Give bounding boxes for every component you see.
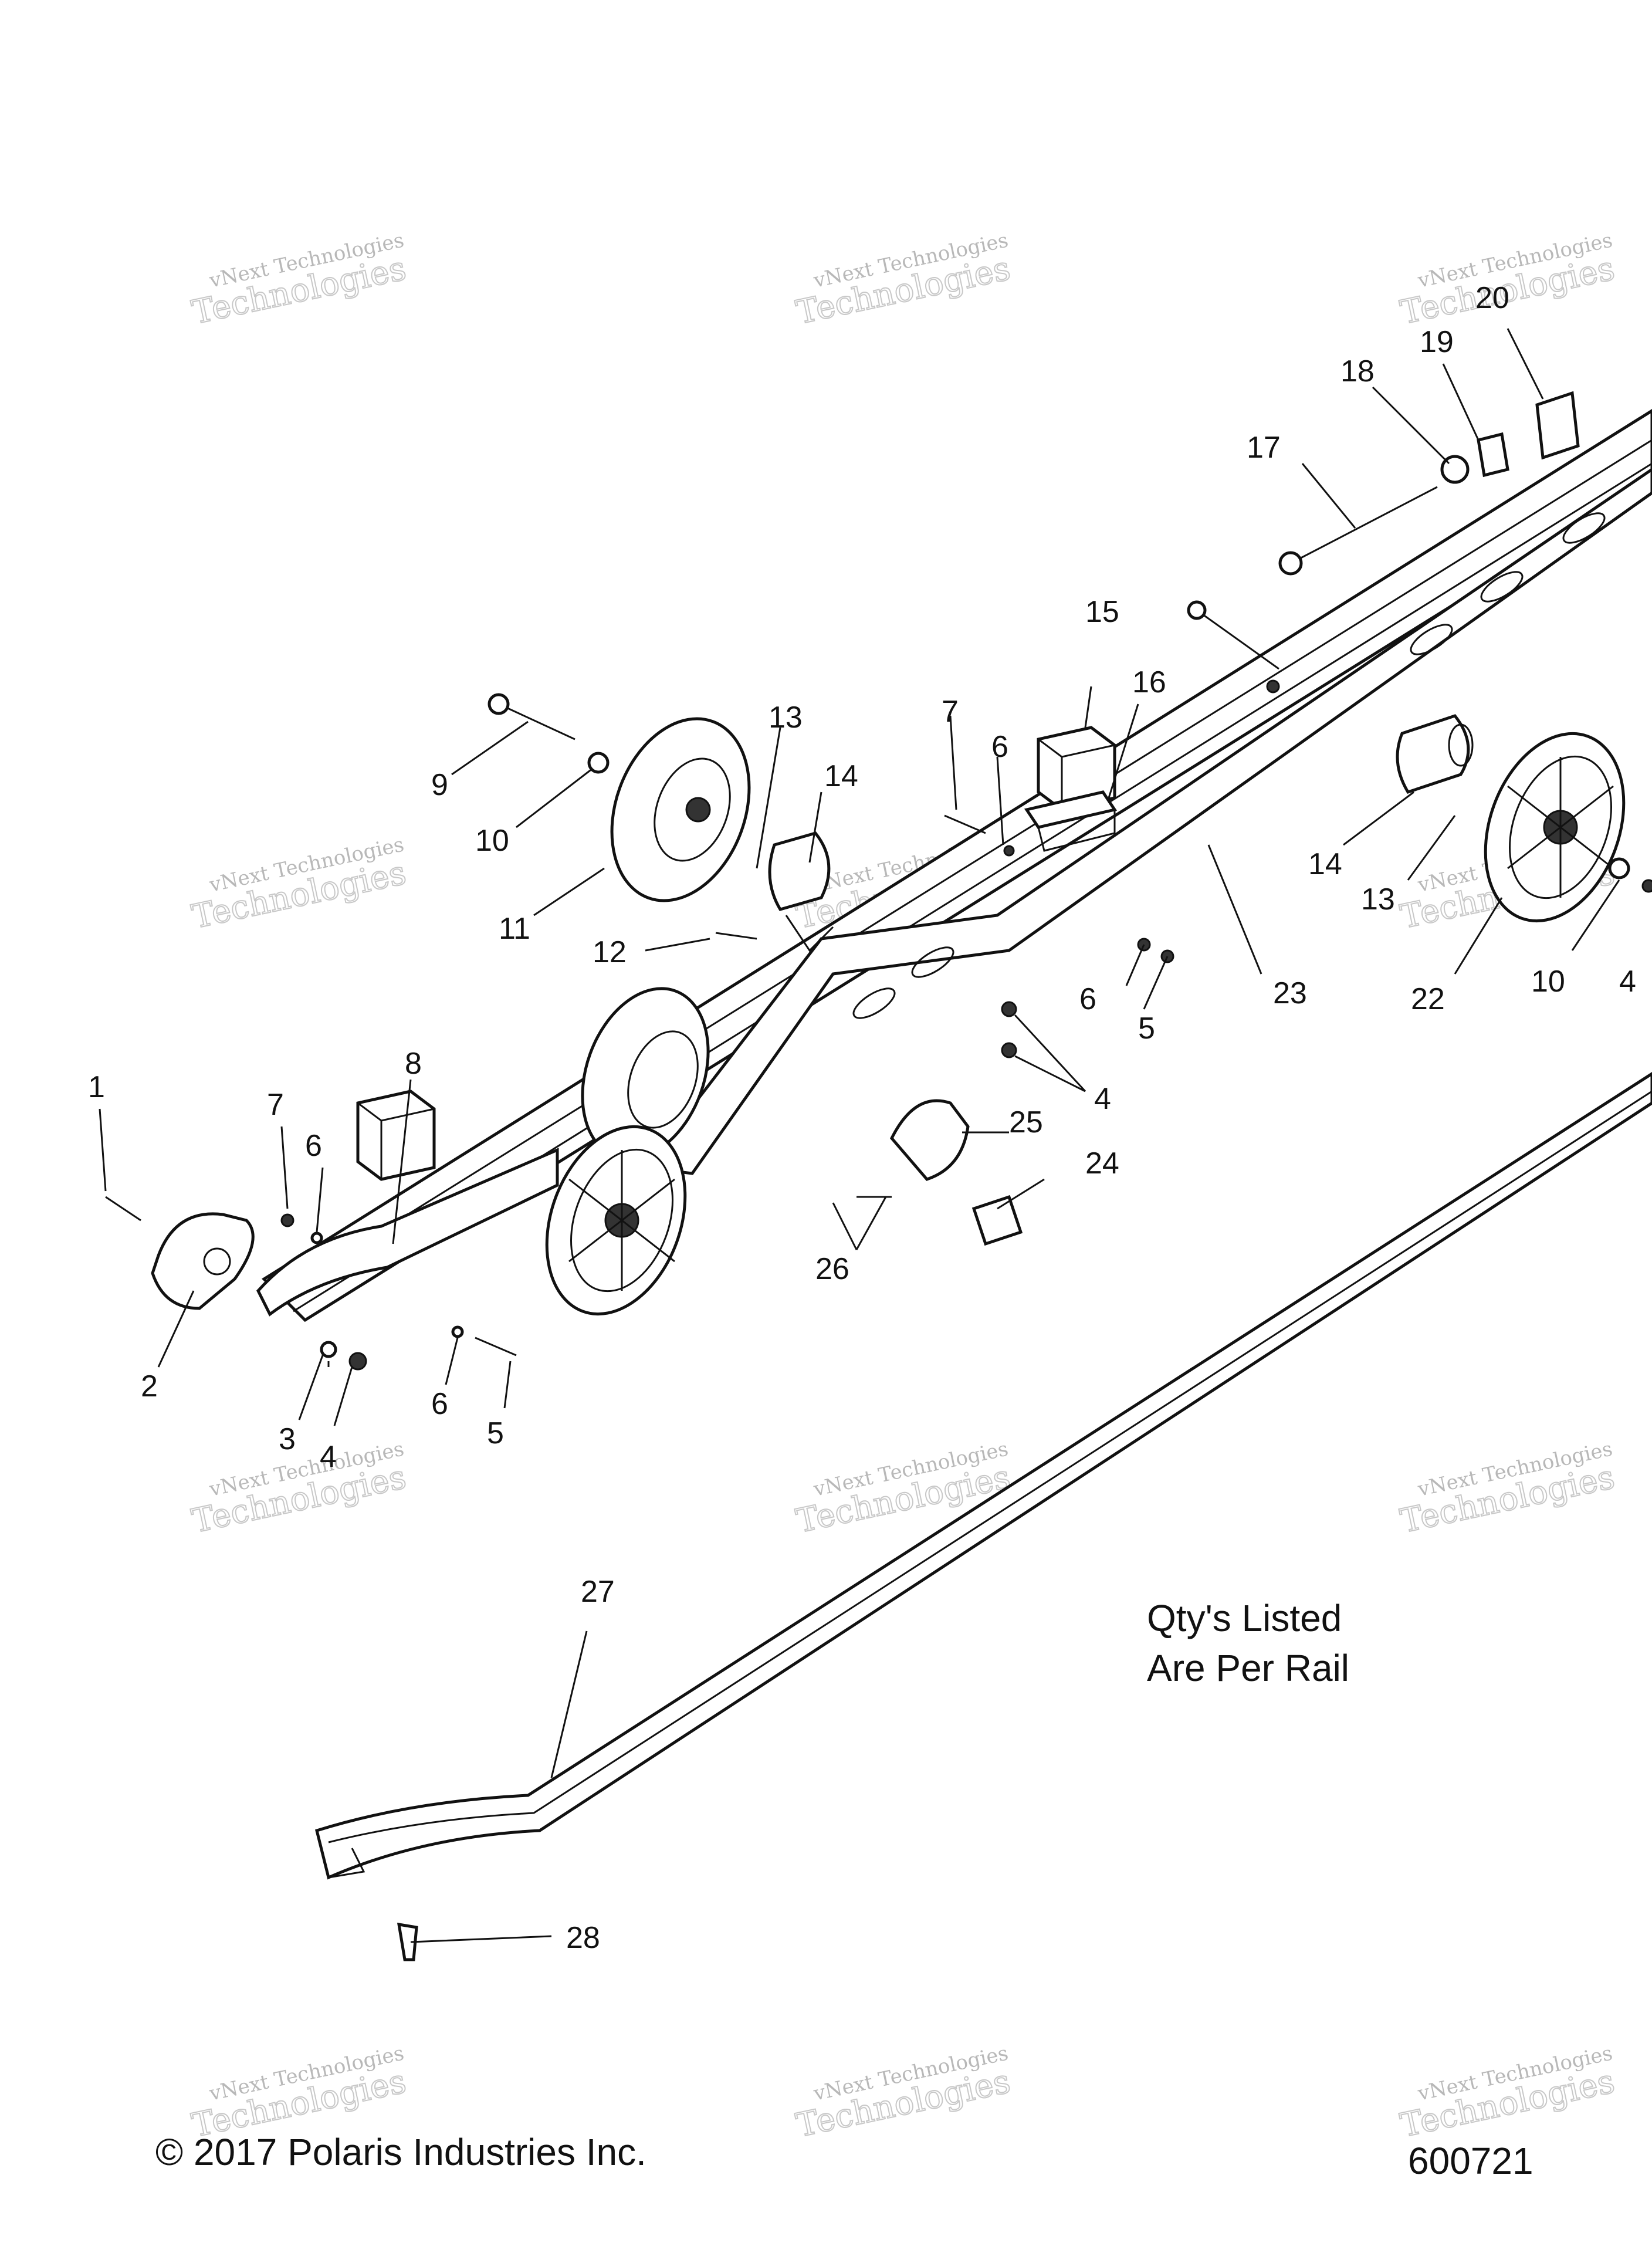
callout: 10 bbox=[1531, 965, 1565, 999]
rail-slot bbox=[1480, 571, 1524, 603]
figure-number: 600721 bbox=[1408, 2140, 1533, 2182]
bolts bbox=[105, 486, 1438, 1356]
callout: 23 bbox=[1273, 976, 1307, 1010]
spacer-19 bbox=[1477, 432, 1509, 478]
callout: 5 bbox=[1138, 1012, 1155, 1046]
pivot-14-left bbox=[768, 831, 834, 952]
rear-bracket bbox=[1535, 391, 1580, 460]
callout: 6 bbox=[991, 730, 1008, 764]
front-bracket-hole bbox=[203, 1247, 231, 1276]
rail-slot bbox=[852, 987, 896, 1019]
block-8 bbox=[356, 1090, 436, 1181]
wheel-mid bbox=[581, 987, 710, 1161]
washer-6 bbox=[310, 1232, 323, 1244]
callout: 7 bbox=[942, 695, 959, 729]
callout: 17 bbox=[1247, 431, 1281, 465]
callout: 15 bbox=[1085, 595, 1119, 629]
pivot-14-right bbox=[1396, 714, 1474, 794]
rail-slot bbox=[911, 946, 954, 978]
callout: 11 bbox=[499, 912, 530, 946]
callouts: 1 2 3 4 4 4 4 5 5 6 6 6 6 7 7 8 9 10 10 … bbox=[88, 281, 1636, 1955]
callout: 4 bbox=[1094, 1082, 1111, 1116]
callout: 9 bbox=[431, 768, 448, 802]
wheel-22 bbox=[1484, 732, 1626, 923]
bolt-5 bbox=[475, 1337, 517, 1356]
callout: 13 bbox=[769, 701, 803, 735]
callout: 13 bbox=[1361, 882, 1395, 916]
callout: 25 bbox=[1009, 1105, 1043, 1139]
bolt-9 bbox=[498, 703, 576, 740]
screw-28 bbox=[397, 1922, 418, 1961]
pin-12 bbox=[715, 932, 757, 940]
cam-25 bbox=[890, 1099, 970, 1181]
callout: 27 bbox=[581, 1575, 615, 1609]
callout: 6 bbox=[431, 1387, 448, 1421]
callout: 4 bbox=[320, 1440, 337, 1474]
rail-upper-section bbox=[642, 467, 1652, 1175]
rail-slot bbox=[1410, 624, 1453, 655]
note-line2: Are Per Rail bbox=[1147, 1647, 1349, 1689]
callout: 18 bbox=[1340, 354, 1375, 388]
callout: 3 bbox=[279, 1422, 296, 1456]
washer-10 bbox=[1608, 857, 1630, 879]
bolt-17 bbox=[1290, 486, 1438, 564]
callout: 16 bbox=[1132, 665, 1166, 699]
callout: 5 bbox=[487, 1416, 504, 1450]
washer-6 bbox=[1003, 845, 1015, 857]
nut-4 bbox=[1001, 1042, 1017, 1058]
nut-4 bbox=[1641, 879, 1652, 893]
callout: 6 bbox=[1079, 982, 1096, 1016]
note-line1: Qty's Listed bbox=[1147, 1597, 1342, 1639]
callout: 10 bbox=[475, 824, 509, 858]
callout: 1 bbox=[88, 1070, 105, 1104]
nut-4 bbox=[348, 1352, 367, 1371]
bolt-1 bbox=[105, 1196, 141, 1222]
callout: 2 bbox=[141, 1369, 158, 1403]
callout: 24 bbox=[1085, 1146, 1119, 1180]
nut-7 bbox=[280, 1213, 294, 1227]
copyright-text: © 2017 Polaris Industries Inc. bbox=[155, 2131, 646, 2173]
callout: 14 bbox=[824, 759, 858, 793]
callout: 6 bbox=[305, 1129, 322, 1163]
nut-4 bbox=[1001, 1001, 1017, 1017]
rail-front-curve bbox=[256, 1148, 559, 1317]
washer-10 bbox=[587, 752, 610, 774]
callout: 26 bbox=[815, 1252, 849, 1286]
washer-6 bbox=[451, 1325, 464, 1338]
callout: 22 bbox=[1411, 982, 1445, 1016]
rail-edge-line bbox=[275, 439, 1652, 1298]
callout: 7 bbox=[267, 1088, 284, 1122]
front-bracket bbox=[151, 1212, 255, 1310]
bolt-upper bbox=[1196, 609, 1279, 670]
rail-slot bbox=[1562, 512, 1606, 544]
pin-24 bbox=[971, 1195, 1023, 1246]
wheel-front bbox=[545, 1125, 687, 1316]
bolt-7 bbox=[944, 814, 986, 834]
clip-16 bbox=[1024, 790, 1118, 852]
block-15 bbox=[1037, 726, 1116, 811]
callout: 19 bbox=[1420, 325, 1454, 359]
callout: 12 bbox=[593, 935, 627, 969]
callout: 8 bbox=[405, 1047, 422, 1081]
callout: 20 bbox=[1475, 281, 1509, 315]
leader-lines bbox=[99, 328, 1620, 1943]
callout: 4 bbox=[1619, 965, 1636, 999]
callout: 28 bbox=[566, 1921, 600, 1955]
washer-3 bbox=[320, 1341, 337, 1358]
rail-assembly bbox=[256, 409, 1652, 1322]
slide-strip bbox=[315, 1072, 1652, 1880]
callout: 14 bbox=[1308, 847, 1342, 881]
bolt-9-head bbox=[488, 693, 510, 715]
bolt-17-head bbox=[1278, 551, 1303, 576]
hardware bbox=[280, 679, 1652, 1371]
wheel-11 bbox=[610, 717, 751, 902]
rail-body bbox=[262, 409, 1652, 1322]
nut bbox=[1266, 679, 1280, 694]
